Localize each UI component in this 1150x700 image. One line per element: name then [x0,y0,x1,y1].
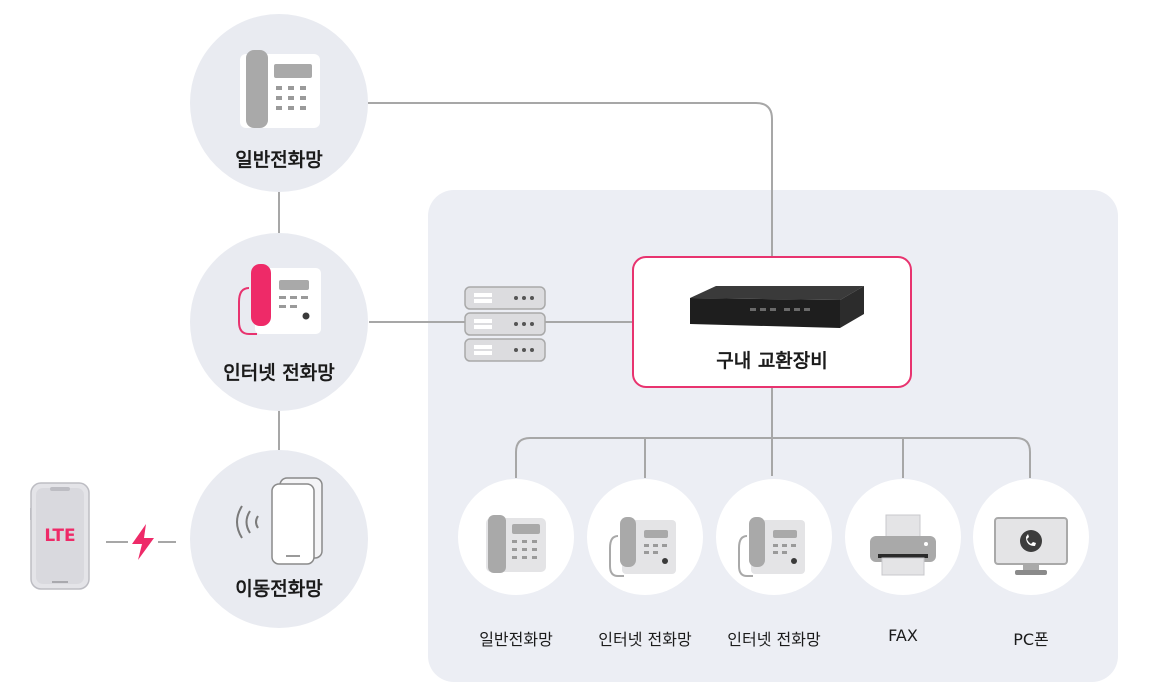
pbx-hardware-icon [690,286,864,328]
device-label-2: 인터넷 전화망 [727,630,821,649]
device-label-3: FAX [888,626,918,645]
device-label-1: 인터넷 전화망 [598,630,692,649]
pstn-pbx-line [368,102,773,258]
fax-icon [870,514,936,576]
desk-phone-icon [486,515,546,573]
mobile-label: 이동전화망 [235,578,323,600]
device-label-4: PC폰 [1013,630,1049,649]
mobile-phone-signal-icon [236,477,323,565]
device-bus-line [515,437,1031,478]
ip-phone-icon [238,264,321,335]
ip-phone-icon [738,517,805,577]
lte-badge: LTE [44,526,76,546]
ip-phone-icon [609,517,676,577]
desk-phone-icon [240,50,320,128]
pstn-label: 일반전화망 [235,149,323,171]
pbx-label: 구내 교환장비 [716,350,828,372]
voip-label: 인터넷 전화망 [223,362,335,384]
pc-phone-icon [994,517,1068,575]
pbx-box: 구내 교환장비 [632,256,912,388]
lightning-bolt-icon [132,524,154,560]
lte-phone-icon [30,482,90,590]
server-stack-icon [464,286,546,362]
device-label-0: 일반전화망 [479,630,553,649]
